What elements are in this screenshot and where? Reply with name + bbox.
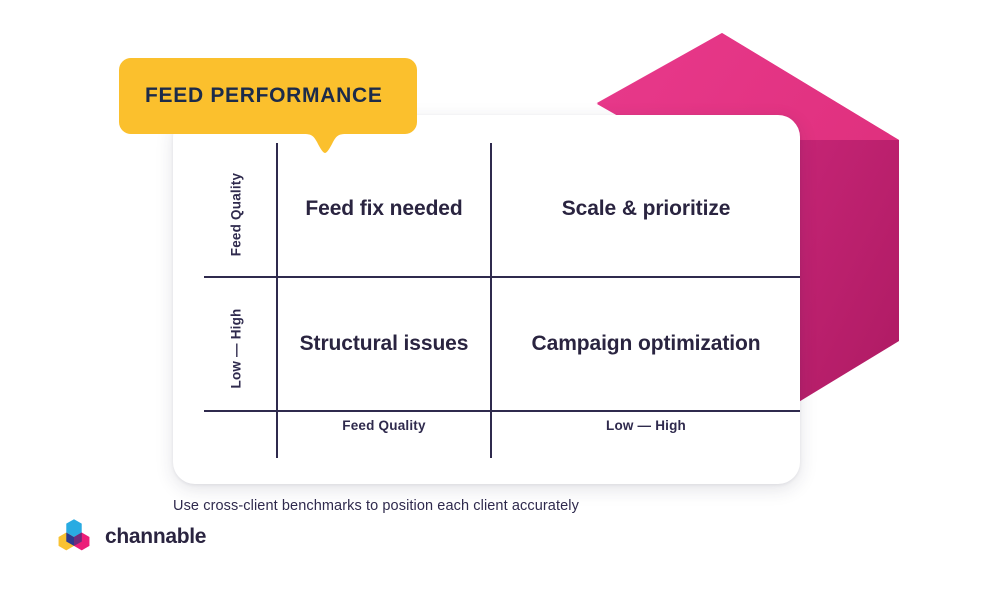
quadrant-bottom-right[interactable]: Campaign optimization (531, 331, 761, 355)
feed-performance-badge: FEED PERFORMANCE (119, 58, 417, 134)
quadrant-bottom-left[interactable]: Structural issues (299, 331, 469, 355)
badge-label: FEED PERFORMANCE (145, 84, 383, 107)
quadrant-top-left[interactable]: Feed fix needed (305, 197, 463, 221)
quadrant-top-right[interactable]: Scale & prioritize (561, 197, 731, 221)
channable-wordmark: channable (105, 525, 207, 548)
y-axis-label-bottom: Low — High (228, 308, 244, 389)
matrix-x-axis-line (204, 410, 800, 413)
matrix-horizontal-divider (204, 276, 800, 279)
channable-logo: channable (55, 518, 206, 556)
channable-logo-icon (58, 519, 90, 551)
matrix-vertical-divider (490, 143, 493, 458)
badge-tail-icon (303, 132, 347, 153)
matrix-card: Feed Quality Low — High Feed fix needed … (173, 115, 800, 484)
feed-performance-matrix: Feed Quality Low — High Feed fix needed … (173, 115, 800, 484)
caption-text: Use cross-client benchmarks to position … (173, 498, 579, 514)
matrix-y-axis-line (276, 143, 279, 458)
x-axis-label-left: Feed Quality (342, 418, 426, 433)
y-axis-label-top: Feed Quality (228, 172, 244, 257)
x-axis-label-right: Low — High (606, 418, 686, 433)
